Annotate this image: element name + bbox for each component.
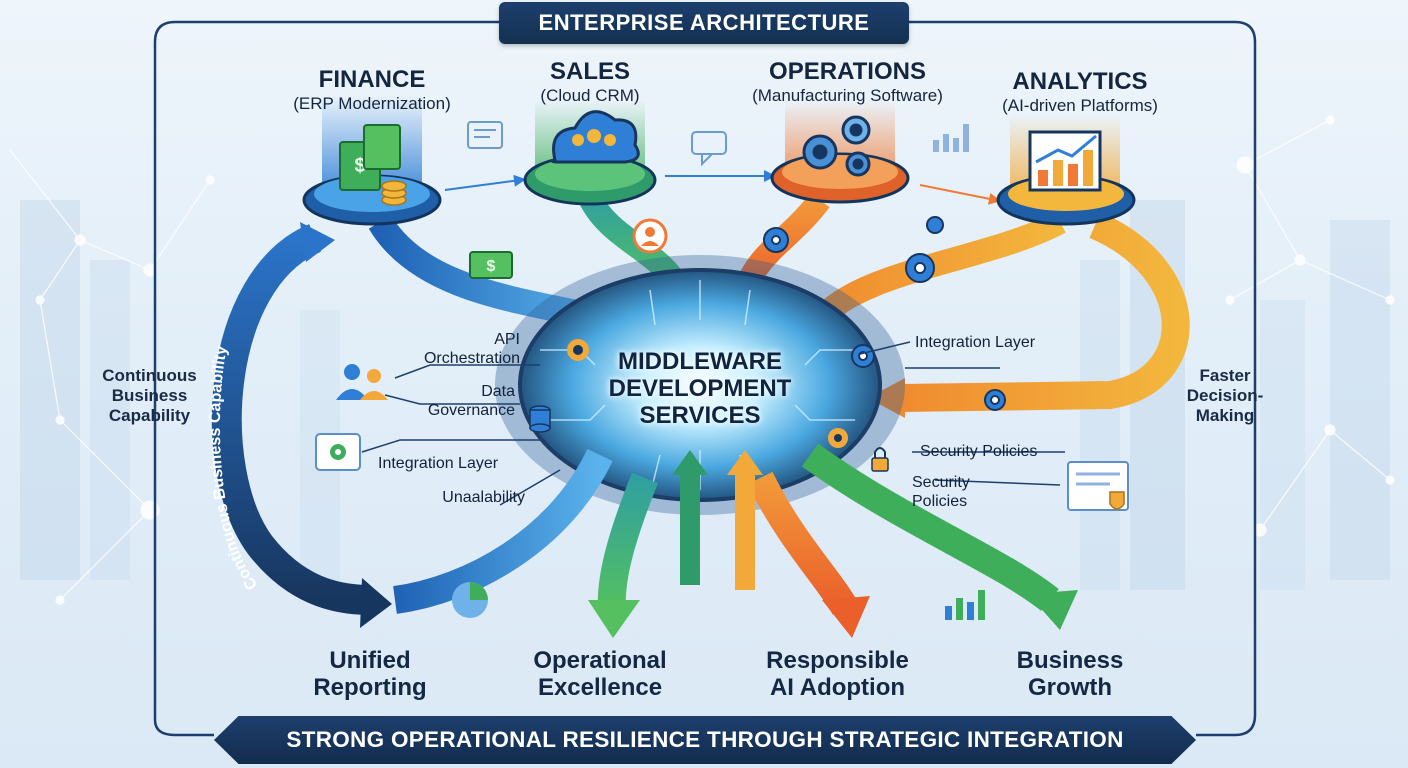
- lock-icon: [871, 447, 889, 472]
- chat-bubble-icon: [691, 131, 727, 167]
- hub-label: MIDDLEWARE DEVELOPMENT SERVICES: [570, 348, 830, 429]
- shield-check-icon: [1067, 461, 1129, 511]
- label-line: Policies: [912, 493, 968, 510]
- security-policies-label: Security Policies: [920, 443, 1038, 460]
- department-name: FINANCE: [318, 66, 426, 93]
- api-orchestration-label: API Orchestration: [395, 330, 520, 368]
- analytics-platform: [996, 130, 1136, 226]
- dollar-bill-icon: $: [469, 251, 513, 279]
- output-arrow-business-growth: [801, 443, 1059, 612]
- svg-text:$: $: [487, 258, 496, 275]
- label-line: Governance: [427, 402, 515, 419]
- data-governance-label: Data Governance: [395, 382, 515, 420]
- outcome-line: Operational: [533, 647, 667, 674]
- page-title: ENTERPRISE ARCHITECTURE: [499, 2, 909, 44]
- sales-label: SALES (Cloud CRM): [510, 58, 670, 106]
- label-line: API: [494, 331, 520, 348]
- outcome-business-growth: Business Growth: [990, 647, 1150, 701]
- loop-arrowhead-top: [300, 222, 335, 262]
- output-arrow-responsible-ai: [747, 471, 858, 615]
- database-icon: [529, 405, 551, 433]
- connector-finance-sales: [444, 174, 526, 191]
- outcome-line: Business: [1016, 647, 1124, 674]
- department-subtitle: (Cloud CRM): [540, 86, 640, 105]
- label-line: Data: [481, 383, 515, 400]
- faster-decision-making-label: Faster Decision- Making: [1180, 366, 1270, 426]
- outcome-line: Excellence: [537, 674, 663, 701]
- finance-platform: $: [302, 124, 442, 226]
- sales-platform: [523, 110, 657, 206]
- department-name: OPERATIONS: [769, 58, 926, 85]
- label-line: Decision-: [1186, 386, 1264, 405]
- footer-banner: STRONG OPERATIONAL RESILIENCE THROUGH ST…: [214, 716, 1196, 764]
- outer-frame: [153, 20, 1257, 737]
- operations-platform: [770, 115, 910, 204]
- bar-chart-icon: [1028, 130, 1102, 192]
- department-name: ANALYTICS: [1012, 68, 1148, 95]
- connector-operations-analytics: [919, 184, 1001, 205]
- output-arrow-unified-reporting: [392, 448, 613, 614]
- label-line: Capability: [108, 406, 191, 425]
- security-policies-label-2: Security Policies: [912, 473, 992, 511]
- department-subtitle: (AI-driven Platforms): [1002, 96, 1158, 115]
- label-line: Security: [912, 474, 970, 491]
- label-line: Making: [1195, 406, 1255, 425]
- unaalability-label: Unaalability: [442, 489, 525, 506]
- finance-label: FINANCE (ERP Modernization): [282, 66, 462, 114]
- integration-screen-icon: [315, 433, 361, 471]
- person-chip-icon: [632, 218, 668, 254]
- analytics-outer-loop-arrow: [899, 212, 1190, 412]
- label-line: Business: [111, 386, 188, 405]
- department-subtitle: (ERP Modernization): [293, 94, 451, 113]
- svg-text:$: $: [354, 155, 365, 177]
- outcome-line: AI Adoption: [769, 674, 906, 701]
- pie-chart-icon: [452, 582, 488, 618]
- hub-line-3: SERVICES: [639, 402, 761, 429]
- small-bar-chart-icon-2: [945, 590, 985, 620]
- small-bar-chart-icon: [933, 124, 969, 152]
- coin-stack-icon: [381, 180, 407, 206]
- hub-gears: [567, 339, 848, 448]
- output-arrow-operational-excellence: [597, 472, 658, 611]
- users-icon: [336, 364, 388, 400]
- outcome-line: Growth: [1028, 674, 1112, 701]
- label-line: Orchestration: [423, 350, 520, 367]
- callout-lines: [361, 341, 1065, 506]
- department-subtitle: (Manufacturing Software): [752, 86, 943, 105]
- department-name: SALES: [549, 58, 630, 85]
- outcome-line: Reporting: [313, 674, 427, 701]
- outcome-operational-excellence: Operational Excellence: [510, 647, 690, 701]
- document-icon: [467, 121, 503, 149]
- continuous-capability-loop-arrow: [211, 224, 371, 615]
- continuous-capability-side-label: Continuous Business Capability: [92, 366, 207, 426]
- outcome-unified-reporting: Unified Reporting: [290, 647, 450, 701]
- label-line: Continuous: [102, 366, 197, 385]
- integration-layer-right-label: Integration Layer: [915, 334, 1036, 351]
- hub-line-2: DEVELOPMENT: [608, 375, 792, 402]
- gears-icon: [802, 115, 871, 177]
- outcome-line: Unified: [329, 647, 411, 674]
- label-line: Faster: [1199, 366, 1251, 385]
- loop-arrowhead-bottom: [360, 578, 392, 628]
- outcome-line: Responsible: [766, 647, 909, 674]
- integration-layer-left-label: Integration Layer: [378, 455, 499, 472]
- outcome-responsible-ai-adoption: Responsible AI Adoption: [745, 647, 930, 701]
- hub-line-1: MIDDLEWARE: [618, 348, 782, 375]
- operations-label: OPERATIONS (Manufacturing Software): [730, 58, 965, 106]
- analytics-label: ANALYTICS (AI-driven Platforms): [975, 68, 1185, 116]
- gear-icon: [763, 216, 1006, 411]
